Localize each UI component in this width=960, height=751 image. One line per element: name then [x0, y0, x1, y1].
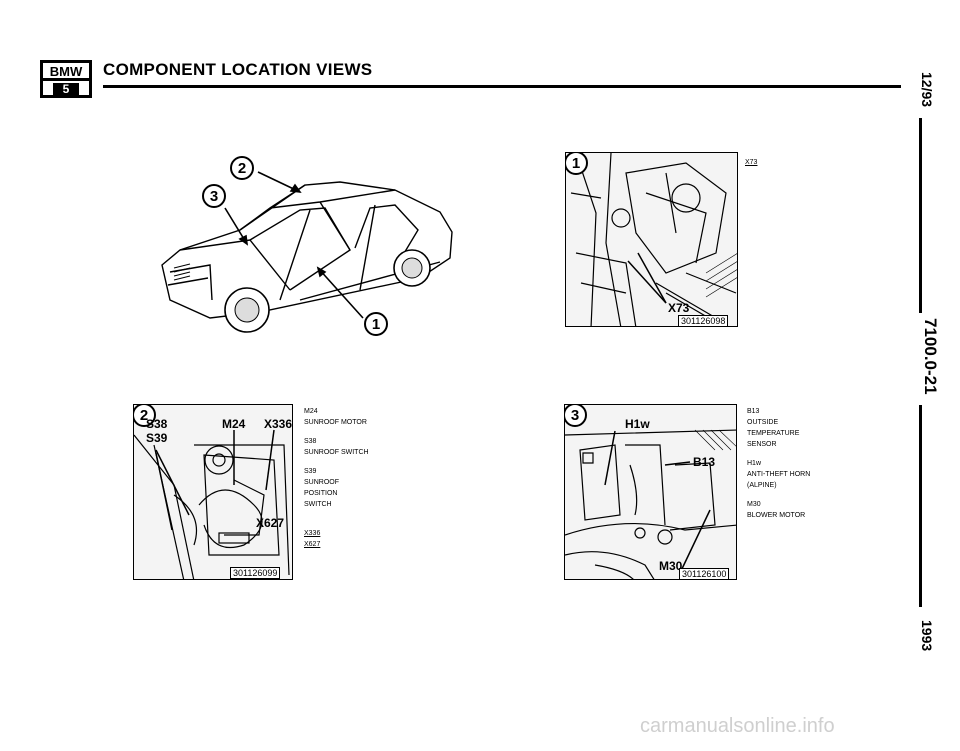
legend-item: S39 SUNROOF POSITION SWITCH [304, 466, 354, 510]
detail-1-photo: 1 X73 301126098 [565, 152, 738, 327]
detail-1-legend: X73 [745, 157, 757, 168]
label-m30: M30 [659, 559, 683, 573]
legend-code: B13 [747, 408, 760, 415]
label-b13: B13 [693, 455, 716, 469]
legend-code: M24 [304, 408, 318, 415]
detail-2-photo: 2 S38 S39 M24 X336 X627 301126099 [133, 404, 293, 580]
label-s38: S38 [146, 417, 168, 431]
legend-item: M30 BLOWER MOTOR [747, 499, 817, 521]
detail-3-legend: B13 OUTSIDE TEMPERATURE SENSOR H1w ANTI-… [747, 406, 817, 529]
label-x73: X73 [668, 301, 690, 315]
legend-item: B13 OUTSIDE TEMPERATURE SENSOR [747, 406, 817, 450]
detail-3-photo: 3 H1w B13 M30 301126100 [564, 404, 737, 580]
title-rule [103, 85, 901, 88]
legend-desc: SUNROOF MOTOR [304, 419, 367, 426]
legend-code: X336 [304, 530, 321, 537]
logo-brand: BMW [43, 63, 89, 81]
legend-item: H1w ANTI-THEFT HORN (ALPINE) [747, 458, 817, 491]
car-illustration [161, 171, 453, 333]
legend-code: X73 [745, 159, 758, 166]
detail-1-number: 1 [566, 153, 588, 175]
side-date: 12/93 [919, 72, 935, 108]
label-s39: S39 [146, 431, 168, 445]
label-x336: X336 [264, 417, 293, 431]
label-x627: X627 [256, 516, 285, 530]
detail-2-number: 2 [134, 405, 156, 427]
legend-code: X627 [304, 541, 321, 548]
legend-code: S39 [304, 468, 317, 475]
car-overview: 2 3 1 [150, 150, 470, 345]
legend-code: H1w [747, 460, 762, 467]
logo-series: 5 [53, 83, 79, 95]
detail-1-illustration [570, 153, 737, 326]
label-m24: M24 [222, 417, 246, 431]
legend-desc: BLOWER MOTOR [747, 512, 806, 519]
legend-desc: ANTI-THEFT HORN (ALPINE) [747, 471, 811, 489]
legend-desc: SUNROOF SWITCH [304, 449, 369, 456]
callout-2: 2 [230, 156, 254, 180]
side-rule-top [919, 118, 922, 313]
detail-2-ref: 301126099 [230, 567, 281, 579]
legend-desc: OUTSIDE TEMPERATURE SENSOR [747, 419, 800, 448]
label-h1w: H1w [625, 417, 650, 431]
detail-3-illustration [565, 429, 736, 579]
legend-code: M30 [747, 501, 761, 508]
detail-3-ref: 301126100 [679, 568, 730, 579]
side-doc-number: 7100.0-21 [921, 318, 940, 395]
legend-item: M24 SUNROOF MOTOR [304, 406, 369, 428]
side-year: 1993 [919, 620, 935, 652]
detail-1-ref: 301126098 [678, 315, 729, 326]
callout-3: 3 [202, 184, 226, 208]
detail-3-number: 3 [565, 405, 587, 427]
legend-item: S38 SUNROOF SWITCH [304, 436, 369, 458]
callout-1: 1 [364, 312, 388, 336]
page-title: COMPONENT LOCATION VIEWS [103, 60, 373, 79]
detail-2-illustration [134, 429, 290, 579]
legend-desc: SUNROOF POSITION SWITCH [304, 479, 339, 508]
watermark: carmanualsonline.info [640, 715, 835, 737]
side-rule-bottom [919, 405, 922, 607]
bmw-5-series-logo: BMW 5 [40, 60, 92, 98]
detail-2-legend: M24 SUNROOF MOTOR S38 SUNROOF SWITCH S39… [304, 406, 369, 550]
legend-code: S38 [304, 438, 317, 445]
